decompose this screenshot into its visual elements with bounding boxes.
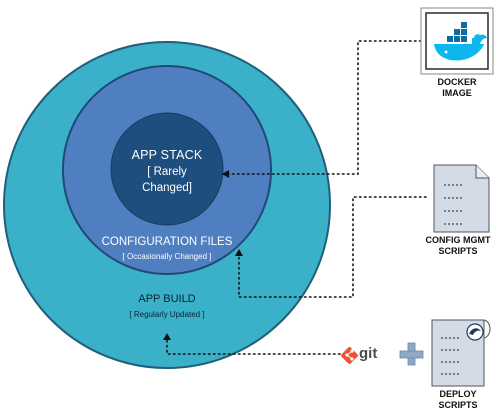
config-mgmt-caption-line2: SCRIPTS	[438, 246, 478, 256]
deploy-caption-line1: DEPLOY	[439, 389, 477, 399]
docker-caption-line1: DOCKER	[437, 77, 477, 87]
scroll-document-icon	[431, 319, 491, 387]
config-files-subtitle: [ Occasionally Changed ]	[122, 252, 212, 261]
connector-docker	[222, 40, 422, 178]
plus-icon	[399, 342, 424, 366]
deploy-caption-line2: SCRIPTS	[438, 400, 478, 410]
docker-image-caption: DOCKER IMAGE	[417, 77, 497, 99]
git-logo-icon	[341, 347, 358, 364]
app-build-title: APP BUILD	[138, 293, 196, 305]
docker-caption-line2: IMAGE	[442, 88, 472, 98]
docker-whale-icon	[434, 22, 487, 61]
app-stack-subtitle-line2: Changed]	[142, 182, 192, 194]
git-label: git	[359, 345, 378, 362]
app-build-subtitle: [ Regularly Updated ]	[129, 310, 205, 319]
deploy-scripts-caption: DEPLOY SCRIPTS	[418, 389, 498, 411]
document-icon	[433, 164, 490, 233]
app-stack-title: APP STACK	[131, 148, 203, 162]
config-mgmt-caption: CONFIG MGMT SCRIPTS	[416, 235, 500, 257]
config-mgmt-caption-line1: CONFIG MGMT	[425, 235, 491, 245]
app-stack-subtitle-line1: [ Rarely	[147, 166, 187, 178]
docker-image-box	[420, 7, 494, 75]
app-stack-circle	[110, 112, 224, 226]
config-files-title: CONFIGURATION FILES	[101, 236, 233, 248]
connector-git	[163, 333, 341, 355]
